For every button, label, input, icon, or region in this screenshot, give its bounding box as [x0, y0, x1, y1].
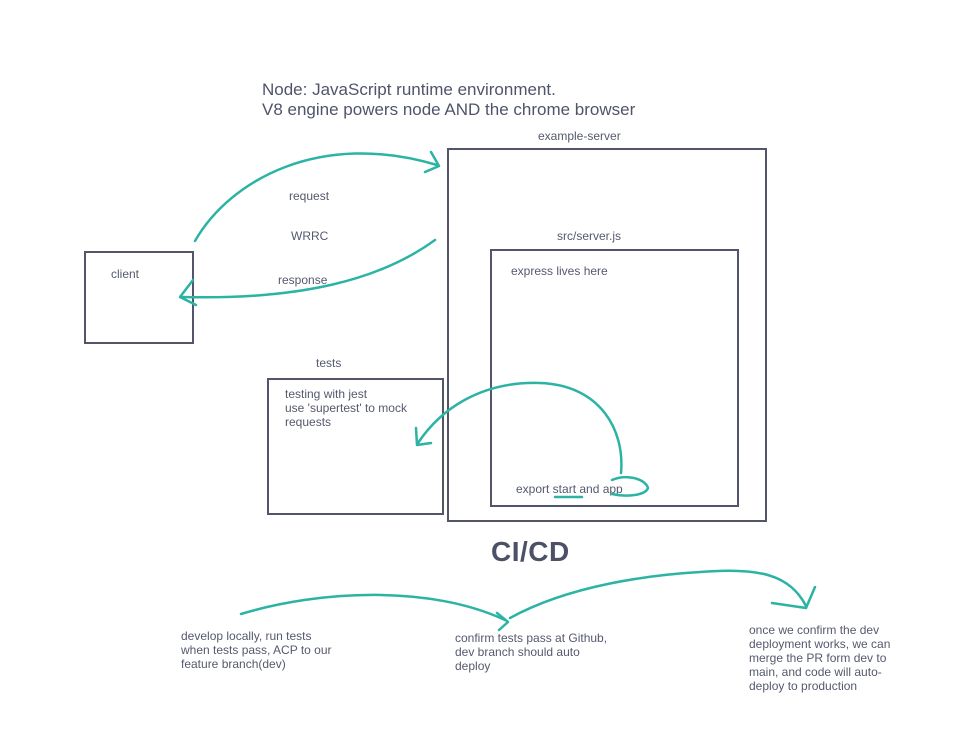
server-js-label: src/server.js [557, 229, 622, 243]
tests-box [267, 378, 444, 515]
cicd-title: CI/CD [491, 536, 570, 567]
cicd-arrowhead-1 [495, 611, 510, 632]
cicd-step-2: confirm tests pass at Github, dev branch… [455, 631, 608, 673]
app-circle [610, 476, 650, 497]
tests-label: tests [316, 356, 342, 370]
response-label: response [278, 273, 328, 287]
cicd-step-1: develop locally, run tests when tests pa… [181, 629, 332, 671]
cicd-arrow-1 [239, 593, 507, 622]
tests-body: testing with jest use 'supertest' to moc… [285, 387, 407, 429]
header-line-2: V8 engine powers node AND the chrome bro… [262, 100, 636, 119]
cicd-step-3: once we confirm the dev deployment works… [749, 623, 891, 693]
request-label: request [289, 189, 330, 203]
export-tests-arrowhead [414, 426, 433, 447]
wrrc-label: WRRC [291, 229, 329, 243]
server-js-box [490, 249, 739, 507]
example-server-box [447, 148, 767, 522]
request-arrow [193, 152, 439, 243]
cicd-arrow-2 [508, 569, 808, 620]
export-text: export start and app [516, 482, 623, 496]
response-arrowhead [178, 278, 198, 307]
express-text: express lives here [511, 264, 608, 278]
request-arrowhead [423, 150, 441, 174]
cicd-arrowhead-2 [770, 585, 817, 610]
client-label: client [111, 267, 140, 281]
header-line-1: Node: JavaScript runtime environment. [262, 80, 556, 99]
response-arrow [180, 238, 437, 299]
export-tests-arrow [416, 381, 623, 475]
example-server-label: example-server [538, 129, 621, 143]
